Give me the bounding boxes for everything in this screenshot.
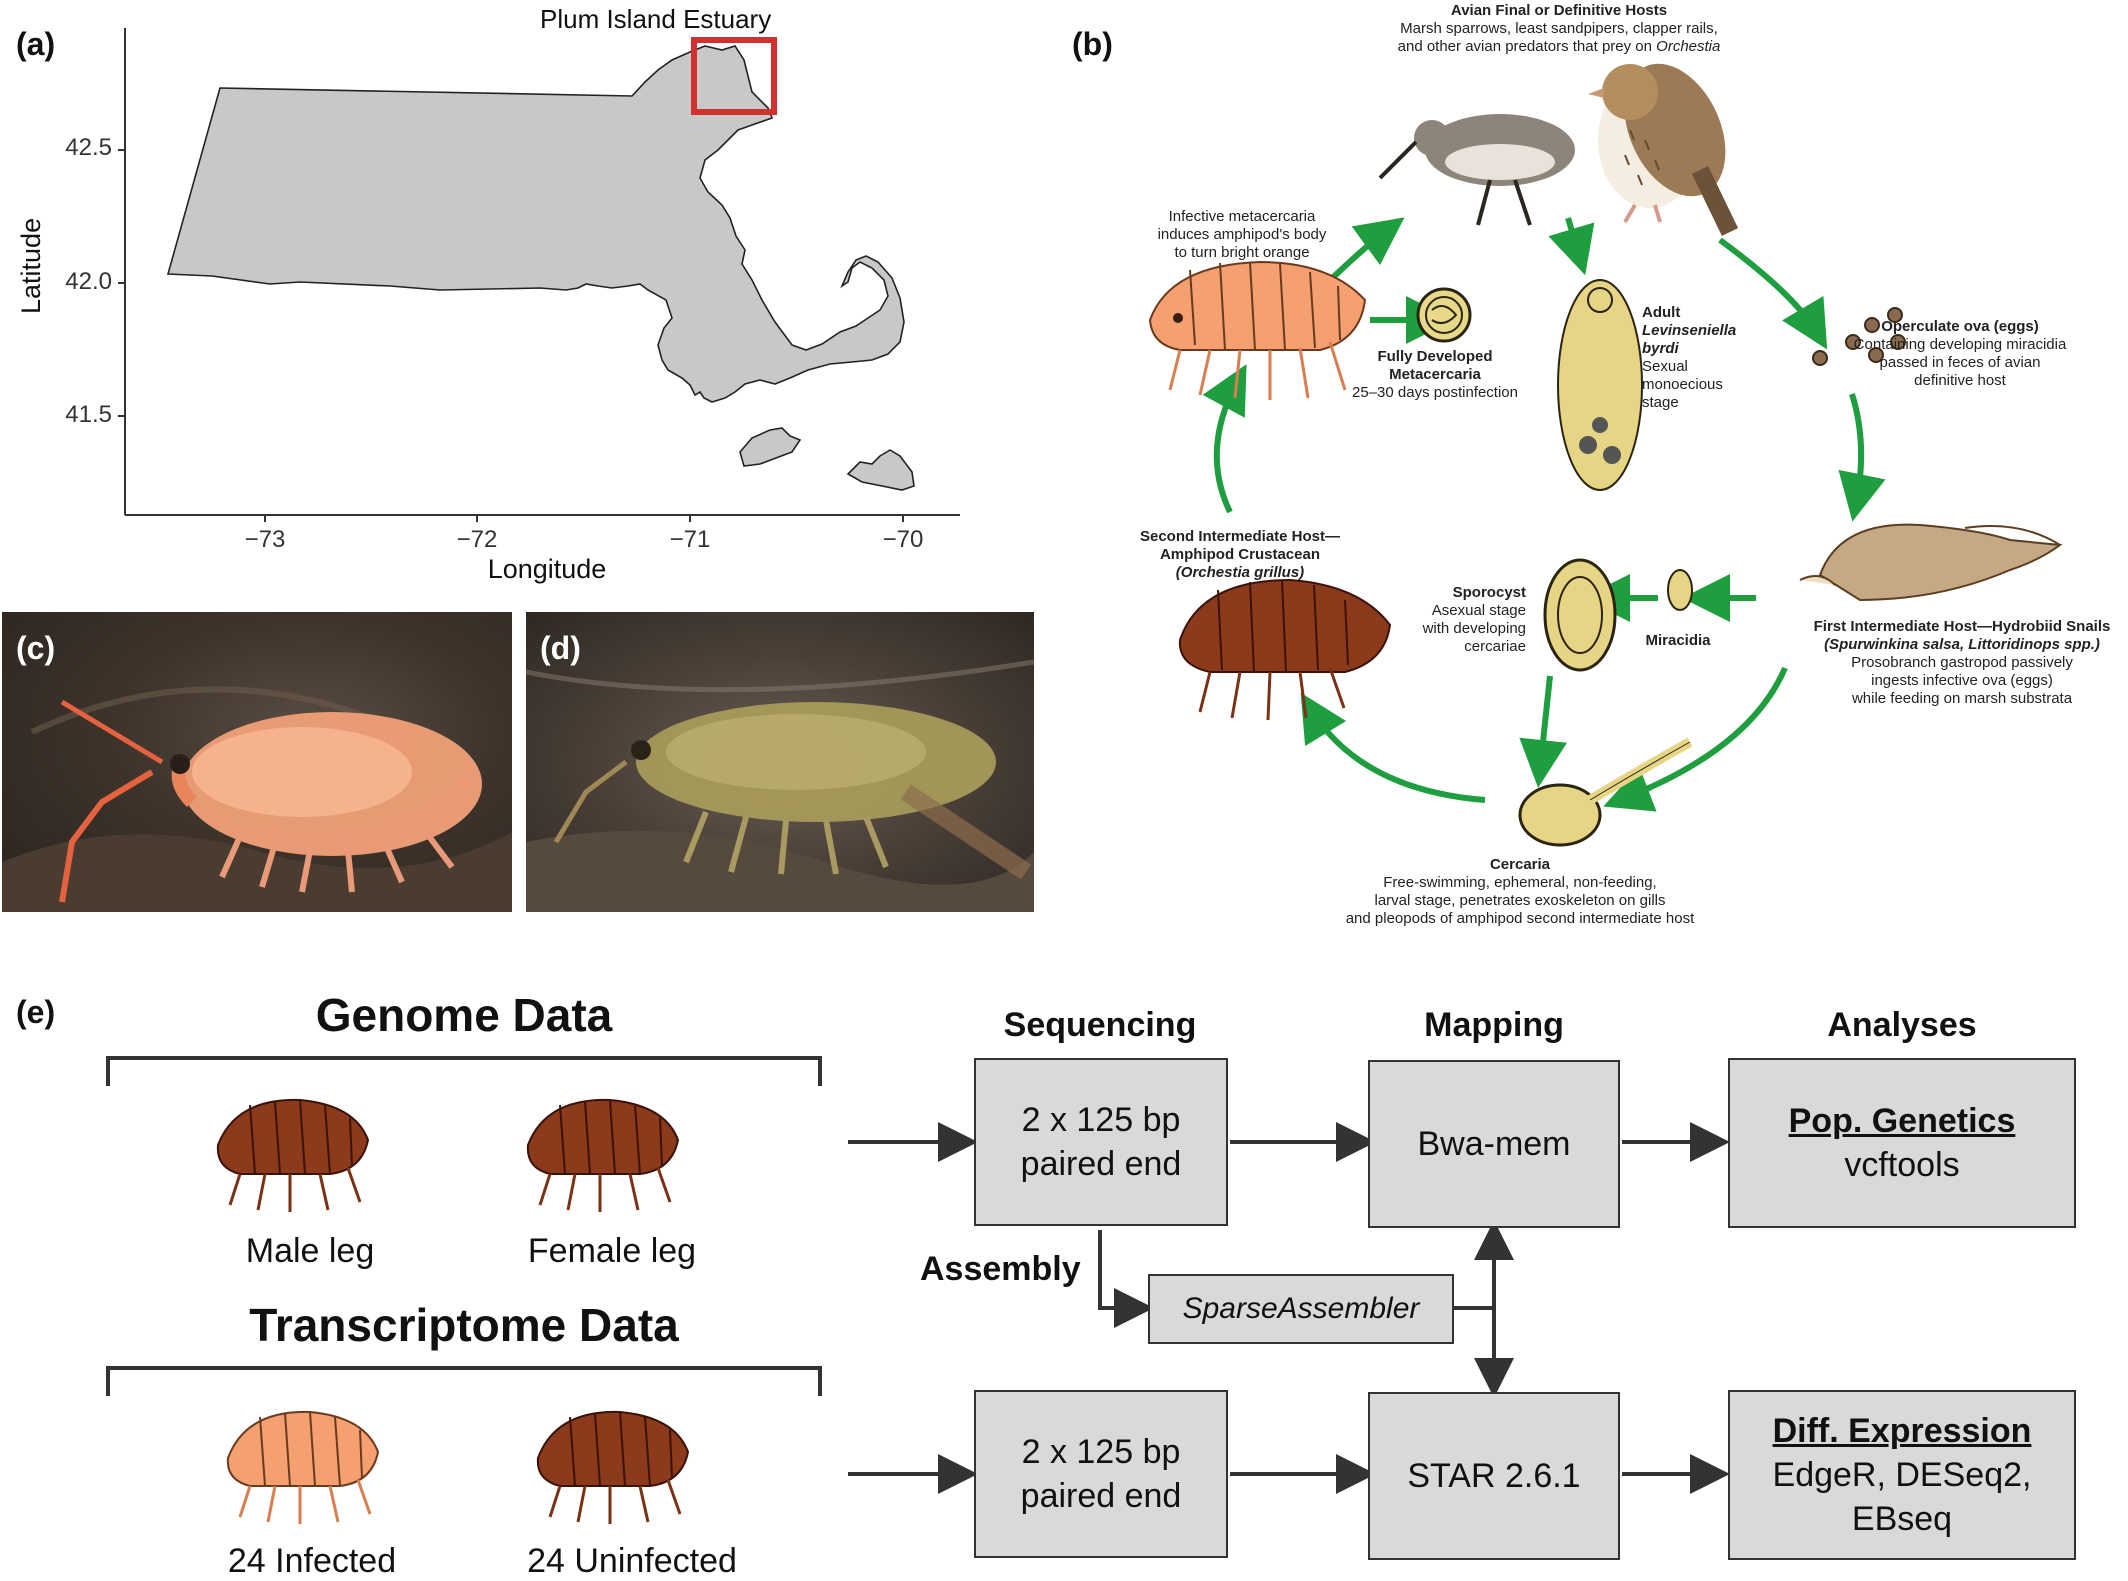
sporocyst-illustration [1543, 558, 1617, 672]
photo-uninfected-amphipod [526, 612, 1034, 912]
miracidia-illustration [1667, 569, 1693, 611]
photo-infected-amphipod [2, 612, 512, 912]
sparse-assembler-box: SparseAssembler [1148, 1274, 1454, 1344]
panel-label-d: (d) [540, 630, 581, 666]
plum-island-highlight-box [691, 37, 777, 115]
female-leg-label: Female leg [527, 1232, 697, 1270]
analyses-header: Analyses [1827, 1006, 1977, 1044]
amphipod-male-icon [216, 1098, 370, 1212]
y-tick-42-5: 42.5 [65, 134, 112, 161]
marthas-vineyard [739, 427, 802, 467]
avian-hosts-title: Avian Final or Definitive Hosts [1450, 2, 1668, 19]
infective-line1: Infective metacercaria [1168, 208, 1316, 225]
workflow-diagram [106, 1056, 1730, 1524]
amphipod-female-icon [526, 1098, 680, 1212]
y-tick-41-5: 41.5 [65, 401, 112, 428]
sandpiper-illustration [1378, 114, 1575, 226]
infective-line2: induces amphipod's body [1157, 226, 1327, 243]
star-box: STAR 2.6.1 [1368, 1392, 1620, 1560]
adult-worm-illustration [1557, 279, 1643, 491]
panel-label-b: (b) [1072, 26, 1113, 62]
metacercaria-illustration [1416, 287, 1472, 343]
x-axis-label: Longitude [487, 554, 607, 584]
infective-line3: to turn bright orange [1174, 244, 1310, 261]
x-tick-70: −70 [882, 526, 924, 553]
amphipod-infected-icon [226, 1410, 380, 1524]
x-tick-72: −72 [456, 526, 498, 553]
massachusetts-landmass [166, 45, 905, 403]
avian-hosts-line2: and other avian predators that prey on O… [1397, 38, 1721, 55]
second-host-label: Second Intermediate Host—Amphipod Crusta… [1139, 528, 1341, 581]
eggs-illustration [1812, 307, 1906, 366]
brown-amphipod-illustration [1178, 578, 1392, 721]
miracidia-label: Miracidia [1645, 632, 1711, 649]
snail-illustration [1799, 523, 2063, 602]
sparrow-illustration [1588, 63, 1739, 236]
orange-amphipod-illustration [1148, 260, 1367, 400]
y-tick-42-0: 42.0 [65, 268, 112, 295]
panel-label-e: (e) [16, 994, 56, 1030]
cercaria-illustration [1518, 737, 1693, 847]
infected-label: 24 Infected [227, 1542, 397, 1580]
male-leg-label: Male leg [245, 1232, 375, 1270]
avian-hosts-line1: Marsh sparrows, least sandpipers, clappe… [1400, 20, 1718, 37]
sequencing-header: Sequencing [1003, 1006, 1197, 1044]
massachusetts-map [118, 28, 960, 522]
amphipod-uninfected-icon [536, 1410, 690, 1524]
life-cycle-diagram [1148, 63, 2063, 847]
genome-data-title: Genome Data [315, 989, 613, 1041]
ova-label: Operculate ova (eggs)Containing developi… [1853, 318, 2067, 389]
mapping-header: Mapping [1424, 1006, 1564, 1044]
x-tick-71: −71 [669, 526, 711, 553]
transcriptome-data-title: Transcriptome Data [249, 1299, 679, 1351]
bwa-mem-box: Bwa-mem [1368, 1060, 1620, 1228]
map-title: Plum Island Estuary [540, 4, 772, 34]
first-host-label: First Intermediate Host—Hydrobiid Snails… [1813, 618, 2111, 707]
nantucket [846, 449, 915, 491]
uninfected-label: 24 Uninfected [527, 1542, 737, 1580]
panel-label-a: (a) [16, 26, 56, 62]
assembly-label: Assembly [920, 1250, 1081, 1288]
panel-label-c: (c) [16, 630, 56, 666]
y-axis-label: Latitude [16, 217, 46, 314]
x-tick-73: −73 [244, 526, 286, 553]
